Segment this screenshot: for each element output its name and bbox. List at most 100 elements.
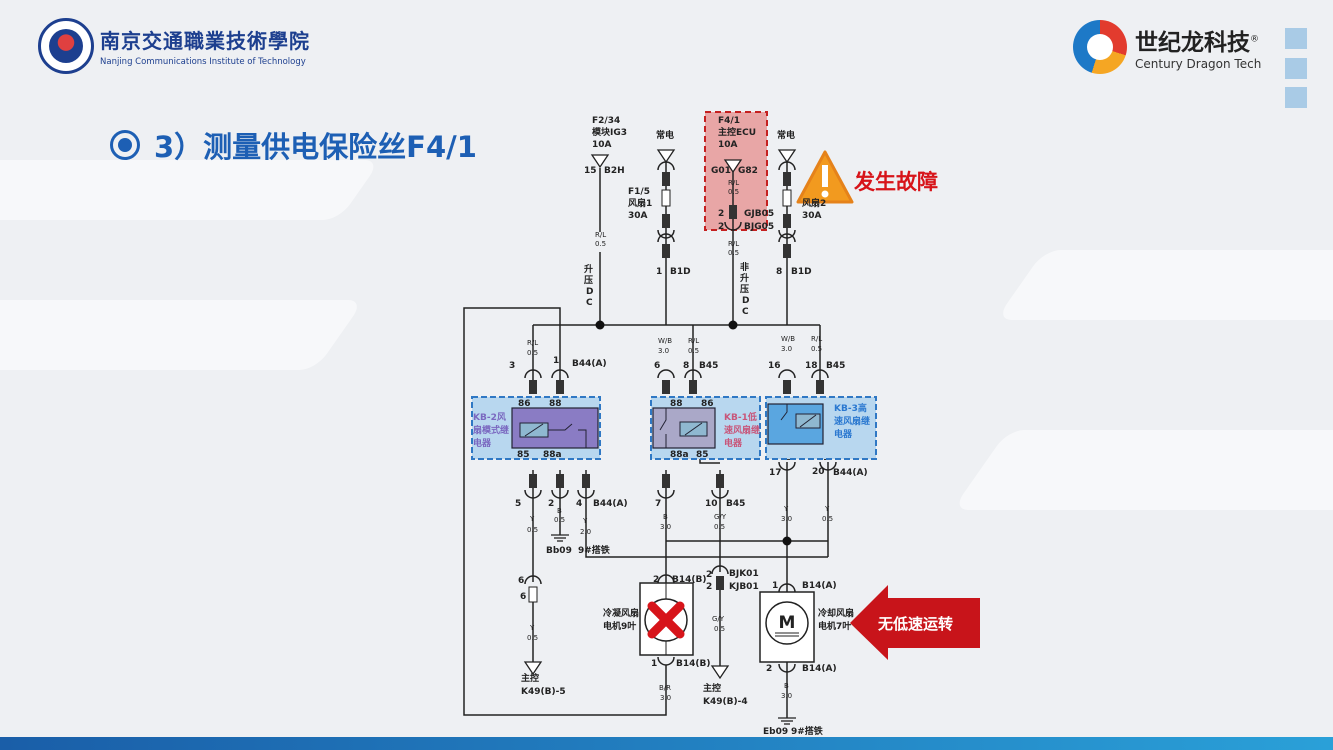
diagram-label: 常电 — [656, 129, 674, 141]
diagram-label: 8 — [776, 267, 782, 277]
bottom-bar — [0, 737, 1333, 750]
diagram-label: 风扇2 — [802, 197, 826, 209]
diagram-label: 3.0 — [660, 523, 671, 531]
diagram-label: 风扇1 — [628, 197, 652, 209]
diagram-label: 0.5 — [714, 625, 725, 633]
diagram-label: B14(B) — [672, 575, 706, 585]
brand-logo: 世纪龙科技® Century Dragon Tech — [1073, 20, 1261, 74]
diagram-label: 2 — [766, 664, 772, 674]
diagram-label: R/L — [728, 179, 739, 187]
diagram-label: B44(A) — [593, 499, 628, 509]
diagram-label: 扇模式继 — [473, 424, 509, 436]
diagram-label: R/L — [811, 335, 822, 343]
diagram-label: 1 — [553, 356, 559, 366]
diagram-label: 85 — [696, 450, 709, 460]
school-name-en: Nanjing Communications Institute of Tech… — [100, 57, 306, 67]
warning-icon — [796, 150, 854, 204]
diagram-label: Eb09 — [763, 727, 788, 737]
diagram-label: 0.5 — [822, 515, 833, 523]
diagram-label: KB-2风 — [473, 412, 506, 423]
diagram-label: B — [784, 682, 789, 690]
diagram-label: 2.0 — [580, 528, 591, 536]
diagram-label: 3.0 — [781, 345, 792, 353]
diagram-label: 1 — [772, 581, 778, 591]
diagram-label: Y — [529, 624, 535, 632]
diagram-label: 15 — [584, 166, 597, 176]
diagram-label: BJK01 — [729, 569, 759, 579]
diagram-label: 模块IG3 — [592, 126, 627, 138]
diagram-label: 0.5 — [714, 523, 725, 531]
diagram-label: 0.5 — [728, 188, 739, 196]
diagram-label: 升 — [740, 272, 749, 284]
diagram-label: 主控ECU — [718, 126, 756, 138]
diagram-label: 世纪龙科技 — [1135, 30, 1250, 56]
diagram-label: D — [742, 296, 749, 306]
diagram-label: B/R — [659, 684, 671, 692]
brand-name: 世纪龙科技® — [1135, 23, 1261, 57]
diagram-label: 6 — [654, 361, 660, 371]
diagram-label: 电机9叶 — [603, 620, 636, 632]
diagram-label: B45 — [726, 499, 745, 509]
diagram-label: D — [586, 287, 593, 297]
diagram-label: 0.5 — [688, 347, 699, 355]
school-logo: 南京交通職業技術學院 Nanjing Communications Instit… — [38, 18, 310, 74]
diagram-label: 0.5 — [811, 345, 822, 353]
diagram-label: 3.0 — [658, 347, 669, 355]
diagram-label: Y — [783, 505, 789, 513]
diagram-label: 86 — [518, 399, 531, 409]
diagram-label: 0.5 — [554, 516, 565, 524]
diagram-label: 电器 — [724, 437, 743, 449]
diagram-label: Y — [529, 515, 535, 523]
diagram-label: B14(A) — [802, 664, 837, 674]
diagram-label: 非 — [740, 261, 749, 273]
school-name: 南京交通職業技術學院 — [100, 29, 310, 53]
diagram-label: 2 — [653, 575, 659, 585]
diagram-label: 主控 — [521, 672, 539, 684]
diagram-label: 88 — [549, 399, 562, 409]
junction-dot — [782, 536, 792, 546]
diagram-label: BJG05 — [744, 222, 774, 232]
diagram-label: GJB05 — [744, 209, 774, 219]
diagram-label: C — [586, 298, 593, 308]
junction-dot — [595, 320, 605, 330]
diagram-label: KB-1低 — [724, 411, 757, 423]
relay-kb1 — [650, 396, 761, 460]
diagram-label: 17 — [769, 468, 782, 478]
diagram-label: 电器 — [834, 428, 853, 440]
diagram-label: B — [557, 507, 562, 515]
diagram-label: W/B — [658, 337, 672, 345]
diagram-label: B45 — [826, 361, 845, 371]
diagram-label: 88a — [670, 450, 689, 460]
diagram-label: B45 — [699, 361, 718, 371]
diagram-label: 4 — [576, 499, 582, 509]
brand-name-en: Century Dragon Tech — [1135, 57, 1262, 71]
diagram-label: 20 — [812, 467, 825, 477]
diagram-label: K49(B)-5 — [521, 687, 566, 697]
diagram-label: 16 — [768, 361, 781, 371]
diagram-label: 7 — [655, 499, 661, 509]
diagram-label: KJB01 — [729, 582, 759, 592]
diagram-label: 3 — [509, 361, 515, 371]
diagram-label: 88a — [543, 450, 562, 460]
diagram-label: F1/5 — [628, 187, 650, 197]
diagram-label: 主控 — [703, 682, 721, 694]
diagram-label: 2 — [718, 222, 724, 232]
diagram-label: F2/34 — [592, 116, 620, 126]
diagram-label: 6 — [520, 592, 526, 602]
cooling-fan-motor: M — [759, 583, 815, 673]
diagram-label: G82 — [738, 166, 758, 176]
diagram-label: 电机7叶 — [818, 620, 851, 632]
no-low-speed-label: 无低速运转 — [877, 615, 953, 633]
diagram-label: 0.5 — [527, 526, 538, 534]
diagram-label: 0.5 — [728, 249, 739, 257]
diagram-label: 升 — [584, 263, 593, 275]
diagram-label: W/B — [781, 335, 795, 343]
deco-square — [1285, 58, 1307, 79]
diagram-label: Y — [824, 505, 830, 513]
diagram-label: B — [663, 513, 668, 521]
fault-label: 发生故障 — [853, 170, 938, 194]
diagram-label: B14(B) — [676, 659, 710, 669]
diagram-label: B44(A) — [572, 359, 607, 369]
diagram-label: R/L — [527, 339, 538, 347]
